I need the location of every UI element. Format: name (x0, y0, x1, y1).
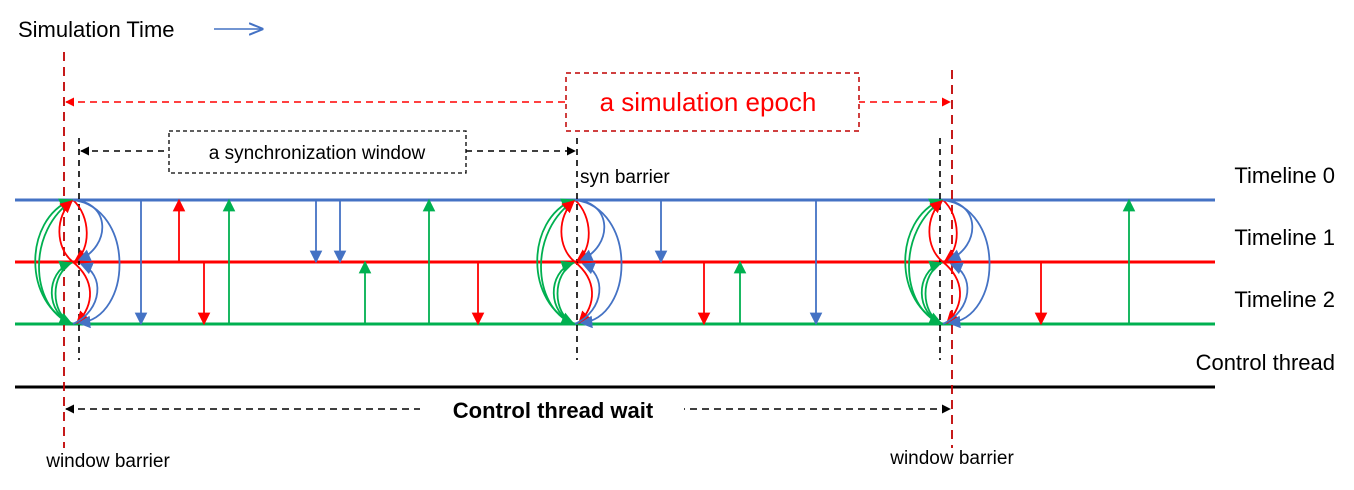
sync-loop-blue-1 (942, 199, 974, 262)
syn-barrier-label: syn barrier (580, 167, 670, 188)
sync-loop-blue-2 (942, 199, 991, 329)
sync-loop-green-2 (908, 199, 944, 326)
epoch-label-box (565, 72, 860, 132)
sync-loop-green-3 (54, 261, 74, 325)
control-wait-label-bg (420, 393, 684, 425)
timeline-2-label: Timeline 2 (1234, 287, 1335, 312)
sync-loop-blue-1 (72, 199, 104, 262)
sync-loop-green-3 (924, 261, 944, 325)
timeline-1-label: Timeline 1 (1234, 225, 1335, 250)
sync-loop-blue-2 (574, 199, 623, 329)
sync-window-label: a synchronization window (209, 143, 426, 164)
sync-loop-red-0 (58, 200, 74, 263)
sync-loop-red-0 (560, 200, 576, 263)
epoch-label: a simulation epoch (600, 87, 817, 117)
sync-loop-red-0 (928, 200, 944, 263)
sync-loop-blue-1 (574, 199, 606, 262)
control-wait-label: Control thread wait (453, 398, 654, 423)
sync-loop-red-1 (942, 199, 958, 262)
sync-window-label-box (168, 130, 467, 174)
simulation-time-label: Simulation Time (18, 17, 175, 42)
sync-loop-green-2 (38, 199, 74, 326)
sync-loop-blue-3 (942, 262, 969, 325)
sync-loop-green-2 (540, 199, 576, 326)
timeline-0-label: Timeline 0 (1234, 163, 1335, 188)
sync-loop-blue-2 (72, 199, 121, 329)
barrier-sync-loops (34, 198, 991, 329)
sync-loop-red-1 (72, 199, 88, 262)
message-arrows (134, 198, 1136, 326)
sync-loop-blue-3 (72, 262, 99, 325)
window-barrier-label-left: window barrier (45, 451, 170, 472)
sync-loop-blue-3 (574, 262, 601, 325)
window-barrier-label-right: window barrier (889, 448, 1014, 469)
control-thread-label: Control thread (1196, 350, 1335, 375)
sync-loop-green-3 (556, 261, 576, 325)
